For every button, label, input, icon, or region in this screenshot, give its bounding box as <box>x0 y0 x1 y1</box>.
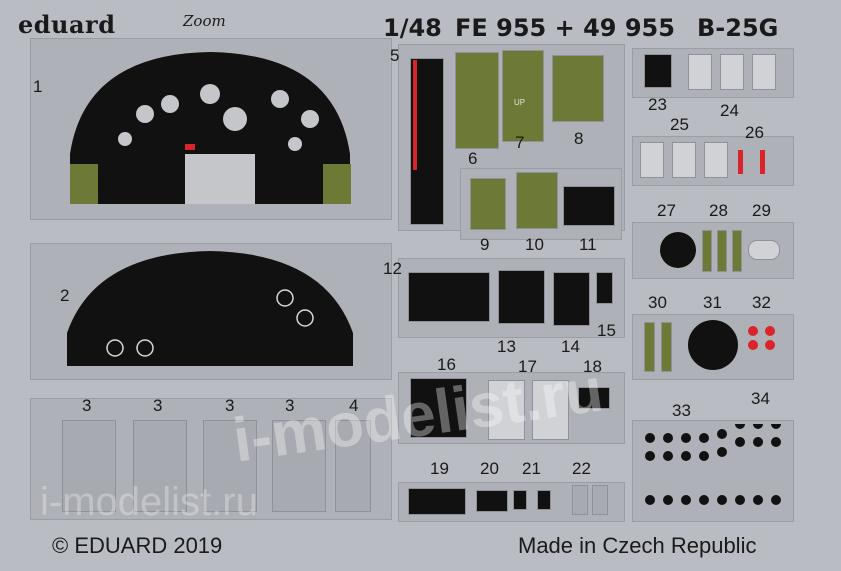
part-label-13: 13 <box>497 337 516 356</box>
part-28b <box>717 230 727 272</box>
part-7 <box>502 50 544 142</box>
part-10 <box>516 172 558 229</box>
part-32a <box>748 326 758 336</box>
part-27 <box>660 232 696 268</box>
part-22b <box>592 485 608 515</box>
part-label-27: 27 <box>657 201 676 220</box>
part-17b <box>532 380 569 440</box>
part-13 <box>498 270 545 324</box>
footer-origin: Made in Czech Republic <box>518 533 757 558</box>
part-16 <box>410 378 467 438</box>
part-label-16: 16 <box>437 355 456 374</box>
model-name: B-25G <box>697 14 779 42</box>
part-label-26: 26 <box>745 123 764 142</box>
part-label-31: 31 <box>703 293 722 312</box>
part-32c <box>748 340 758 350</box>
part-label-10: 10 <box>525 235 544 254</box>
part-label-30: 30 <box>648 293 667 312</box>
part-label-23: 23 <box>648 95 667 114</box>
part-19 <box>408 488 466 515</box>
part-25b <box>672 142 696 178</box>
part-label-25: 25 <box>670 115 689 134</box>
part-28a <box>702 230 712 272</box>
part-label-14: 14 <box>561 337 580 356</box>
part-label-5: 5 <box>390 46 400 65</box>
part-label-3a: 3 <box>82 396 92 415</box>
part-24b <box>720 54 744 90</box>
part-32b <box>765 326 775 336</box>
part-label-22: 22 <box>572 459 591 478</box>
part-31 <box>688 320 738 370</box>
part-12 <box>408 272 490 322</box>
part-17a <box>488 380 525 440</box>
part-5-red-stripe <box>413 60 417 170</box>
part-label-15: 15 <box>597 321 616 340</box>
brand-subtitle: Zoom <box>183 12 226 30</box>
part-21a <box>513 490 527 510</box>
part-23 <box>644 54 672 88</box>
part-label-3d: 3 <box>285 396 295 415</box>
part-25c <box>704 142 728 178</box>
part-6 <box>455 52 499 149</box>
part-label-1: 1 <box>33 77 43 96</box>
part-26a <box>738 150 743 174</box>
part-label-3c: 3 <box>225 396 235 415</box>
part-20 <box>476 490 508 512</box>
footer-copyright: © EDUARD 2019 <box>52 533 223 558</box>
part-label-29: 29 <box>752 201 771 220</box>
part-7-up-text: UP <box>514 98 526 107</box>
part-14 <box>553 272 590 326</box>
part-label-32: 32 <box>752 293 771 312</box>
seat-belt-part-3a <box>62 420 116 512</box>
part-label-19: 19 <box>430 459 449 478</box>
buckle-part-4 <box>335 420 371 512</box>
part-label-3b: 3 <box>153 396 163 415</box>
seat-belt-part-3c <box>203 420 257 512</box>
seat-belt-part-3b <box>133 420 187 512</box>
part-25a <box>640 142 664 178</box>
part-32d <box>765 340 775 350</box>
set-codes: FE 955 + 49 955 <box>455 14 675 42</box>
part-label-20: 20 <box>480 459 499 478</box>
part-30b <box>661 322 672 372</box>
part-15 <box>596 272 613 304</box>
part-label-4: 4 <box>349 396 359 415</box>
part-label-17: 17 <box>518 357 537 376</box>
part-label-18: 18 <box>583 357 602 376</box>
watermark-secondary: i-modelist.ru <box>40 480 258 524</box>
scale-label: 1/48 <box>383 14 442 42</box>
part-label-9: 9 <box>480 235 490 254</box>
frame-parts-33-34 <box>632 420 794 522</box>
part-9 <box>470 178 506 230</box>
part-label-11: 11 <box>579 235 597 254</box>
part-label-12: 12 <box>383 259 402 278</box>
part-24c <box>752 54 776 90</box>
part-11 <box>563 186 615 226</box>
part-30a <box>644 322 655 372</box>
part-label-21: 21 <box>522 459 541 478</box>
part-21b <box>537 490 551 510</box>
part-8 <box>552 55 604 122</box>
part-label-7: 7 <box>515 133 525 152</box>
part-label-34: 34 <box>751 389 770 408</box>
part-22a <box>572 485 588 515</box>
part-label-2: 2 <box>60 286 70 305</box>
part-label-28: 28 <box>709 201 728 220</box>
part-label-6: 6 <box>468 149 478 168</box>
instrument-panel-2 <box>67 251 353 366</box>
part-label-33: 33 <box>672 401 691 420</box>
part-label-24: 24 <box>720 101 739 120</box>
part-label-8: 8 <box>574 129 584 148</box>
instrument-panel-1 <box>70 52 351 204</box>
parts-33-34-grid <box>645 424 781 505</box>
brand-logo: eduard <box>18 10 116 39</box>
part-28c <box>732 230 742 272</box>
seat-belt-part-3d <box>272 420 326 512</box>
part-29 <box>748 240 780 260</box>
part-26b <box>760 150 765 174</box>
part-24a <box>688 54 712 90</box>
part-18 <box>578 387 610 409</box>
